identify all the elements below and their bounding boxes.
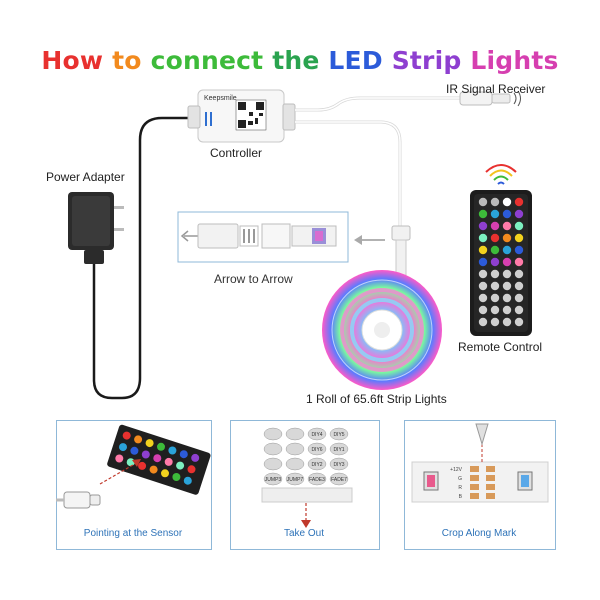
title-word: to (112, 46, 142, 75)
remote-button (502, 305, 512, 315)
remote-button (502, 257, 512, 267)
remote-button (478, 233, 488, 243)
ir-cable (295, 96, 460, 112)
remote-button (502, 281, 512, 291)
remote-button (502, 221, 512, 231)
remote-button (478, 197, 488, 207)
controller-label: Controller (210, 146, 263, 160)
controller-brand: Keepsmile (204, 95, 237, 102)
remote-button (502, 197, 512, 207)
arrow-to-arrow-label: Arrow to Arrow (214, 272, 293, 286)
remote-button (490, 221, 500, 231)
remote-button (478, 257, 488, 267)
title-word: LED (328, 46, 383, 75)
remote-button (514, 233, 524, 243)
remote-button (514, 281, 524, 291)
strip-roll-label: 1 Roll of 65.6ft Strip Lights (306, 392, 447, 406)
remote-button (490, 317, 500, 327)
ir-receiver-label: IR Signal Receiver (446, 82, 546, 96)
power-adapter-label: Power Adapter (46, 170, 125, 184)
remote-button (478, 305, 488, 315)
remote-button (490, 305, 500, 315)
title-word: How (41, 46, 104, 75)
remote-button (514, 305, 524, 315)
remote-button (478, 269, 488, 279)
remote-button (490, 281, 500, 291)
remote-button (502, 233, 512, 243)
remote-button (490, 245, 500, 255)
remote-button (478, 209, 488, 219)
remote-button (514, 245, 524, 255)
remote-button (478, 281, 488, 291)
remote-button (490, 197, 500, 207)
remote-buttons (478, 197, 524, 327)
step-label-sensor: Pointing at the Sensor (83, 528, 183, 539)
connector-inset (180, 223, 337, 249)
remote-button (502, 269, 512, 279)
remote-button (514, 209, 524, 219)
led-strip-roll (322, 270, 442, 390)
title-word: Lights (470, 46, 559, 75)
remote-button (490, 293, 500, 303)
power-cable (92, 116, 192, 400)
remote-button (478, 221, 488, 231)
title-word: the (272, 46, 320, 75)
remote-button (514, 197, 524, 207)
remote-control-label: Remote Control (458, 340, 543, 354)
remote-button (478, 293, 488, 303)
remote-button (514, 317, 524, 327)
remote-button (502, 317, 512, 327)
remote-button (514, 221, 524, 231)
step-label-crop: Crop Along Mark (441, 528, 517, 539)
remote-button (478, 245, 488, 255)
remote-button (514, 257, 524, 267)
title-word: Strip (391, 46, 462, 75)
remote-button (490, 269, 500, 279)
title-word: connect (150, 46, 264, 75)
remote-button (502, 209, 512, 219)
controller-box (187, 89, 296, 143)
remote-button (490, 233, 500, 243)
remote-button (478, 317, 488, 327)
remote-button (514, 293, 524, 303)
remote-button (502, 245, 512, 255)
page-title: How to connect the LED Strip Lights (0, 46, 600, 75)
remote-button (502, 293, 512, 303)
remote-button (514, 269, 524, 279)
remote-button (490, 257, 500, 267)
power-adapter (68, 192, 124, 264)
remote-button (490, 209, 500, 219)
step-label-take-out: Take Out (283, 528, 325, 539)
ir-receiver (459, 90, 521, 107)
